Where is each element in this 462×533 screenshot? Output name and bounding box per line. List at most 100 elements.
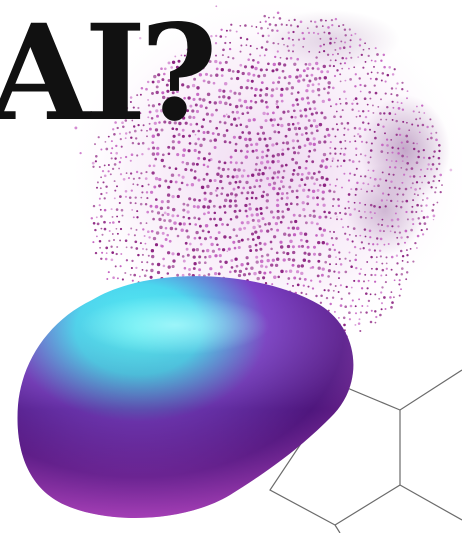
mesh-dot bbox=[176, 153, 180, 157]
mesh-dot bbox=[260, 194, 265, 199]
mesh-dot bbox=[259, 54, 262, 57]
mesh-dot bbox=[282, 251, 286, 254]
mesh-dot bbox=[130, 189, 133, 192]
mesh-dot bbox=[256, 156, 259, 160]
mesh-dot bbox=[358, 135, 362, 138]
mesh-dot bbox=[266, 176, 270, 181]
mesh-dot bbox=[237, 116, 241, 120]
mesh-dot bbox=[143, 235, 146, 237]
mesh-dot bbox=[176, 194, 180, 199]
mesh-dot bbox=[146, 80, 150, 84]
mesh-dot bbox=[319, 18, 323, 22]
mesh-dot bbox=[141, 247, 145, 250]
mesh-dot bbox=[181, 116, 186, 120]
mesh-dot bbox=[296, 139, 300, 143]
mesh-dot bbox=[409, 175, 412, 178]
mesh-dot bbox=[188, 222, 192, 226]
mesh-dot bbox=[257, 32, 260, 35]
mesh-dot bbox=[256, 61, 260, 64]
mesh-dot bbox=[323, 76, 328, 80]
mesh-dot bbox=[396, 193, 399, 196]
mesh-dot bbox=[283, 76, 287, 80]
mesh-dot bbox=[193, 148, 197, 153]
mesh-dot bbox=[130, 246, 133, 249]
mesh-dot bbox=[239, 36, 243, 40]
mesh-dot bbox=[384, 205, 387, 208]
mesh-dot bbox=[406, 121, 408, 124]
mesh-dot bbox=[419, 117, 422, 120]
mesh-dot bbox=[194, 103, 198, 107]
mesh-dot bbox=[354, 312, 358, 315]
mesh-dot bbox=[336, 128, 339, 131]
mesh-dot bbox=[422, 216, 426, 219]
mesh-dot bbox=[367, 183, 370, 186]
mesh-dot bbox=[221, 248, 226, 252]
mesh-dot bbox=[275, 257, 280, 261]
mesh-dot bbox=[172, 134, 176, 138]
mesh-dot bbox=[141, 253, 144, 256]
mesh-dot bbox=[202, 205, 206, 209]
mesh-dot bbox=[240, 238, 244, 242]
mesh-dot bbox=[139, 112, 142, 115]
mesh-dot bbox=[252, 73, 256, 77]
mesh-dot bbox=[300, 238, 303, 242]
mesh-dot bbox=[274, 23, 278, 27]
mesh-dot bbox=[269, 118, 273, 122]
mesh-dot bbox=[152, 236, 157, 241]
mesh-dot bbox=[171, 207, 176, 212]
mesh-dot bbox=[302, 45, 305, 48]
mesh-dot bbox=[186, 85, 190, 89]
mesh-dot bbox=[218, 254, 222, 258]
mesh-dot bbox=[328, 248, 332, 251]
mesh-dot bbox=[317, 82, 321, 86]
mesh-dot bbox=[347, 200, 350, 203]
mesh-dot bbox=[246, 191, 250, 195]
mesh-dot bbox=[302, 284, 305, 287]
mesh-dot bbox=[340, 218, 343, 221]
mesh-dot bbox=[254, 230, 258, 234]
mesh-dot bbox=[272, 111, 275, 115]
mesh-dot bbox=[192, 97, 196, 101]
mesh-dot bbox=[135, 170, 139, 174]
mesh-dot bbox=[138, 176, 141, 180]
mesh-dot bbox=[249, 106, 253, 110]
mesh-dot bbox=[287, 49, 290, 52]
mesh-dot bbox=[197, 137, 200, 141]
mesh-dot bbox=[323, 210, 326, 214]
mesh-dot bbox=[420, 210, 423, 213]
mesh-dot bbox=[229, 161, 233, 164]
mesh-dot bbox=[276, 11, 280, 15]
mesh-dot bbox=[94, 160, 98, 163]
mesh-dot bbox=[168, 102, 172, 107]
mesh-dot bbox=[435, 138, 438, 142]
mesh-dot bbox=[147, 104, 151, 107]
mesh-dot bbox=[321, 197, 325, 201]
mesh-dot bbox=[284, 163, 288, 167]
mesh-dot bbox=[281, 148, 285, 152]
mesh-dot bbox=[254, 66, 258, 71]
mesh-dot bbox=[344, 147, 347, 150]
mesh-dot bbox=[313, 20, 317, 24]
mesh-dot bbox=[325, 157, 329, 161]
mesh-dot bbox=[241, 112, 245, 116]
mesh-dot bbox=[239, 85, 244, 90]
mesh-dot bbox=[263, 14, 266, 18]
mesh-dot bbox=[358, 127, 362, 130]
mesh-dot bbox=[160, 200, 164, 204]
mesh-dot bbox=[258, 270, 262, 275]
mesh-dot bbox=[379, 229, 382, 233]
mesh-dot bbox=[239, 50, 242, 53]
mesh-dot bbox=[423, 175, 426, 178]
mesh-dot bbox=[380, 308, 383, 311]
mesh-dot bbox=[317, 240, 321, 245]
mesh-dot bbox=[144, 202, 148, 206]
mesh-dot bbox=[242, 273, 247, 277]
mesh-dot bbox=[315, 111, 319, 115]
mesh-dot bbox=[245, 256, 249, 260]
mesh-dot bbox=[380, 150, 384, 153]
mesh-dot bbox=[186, 203, 190, 207]
mesh-dot bbox=[329, 217, 332, 220]
mesh-dot bbox=[312, 137, 316, 141]
mesh-dot bbox=[216, 243, 219, 247]
mesh-dot bbox=[397, 152, 400, 155]
